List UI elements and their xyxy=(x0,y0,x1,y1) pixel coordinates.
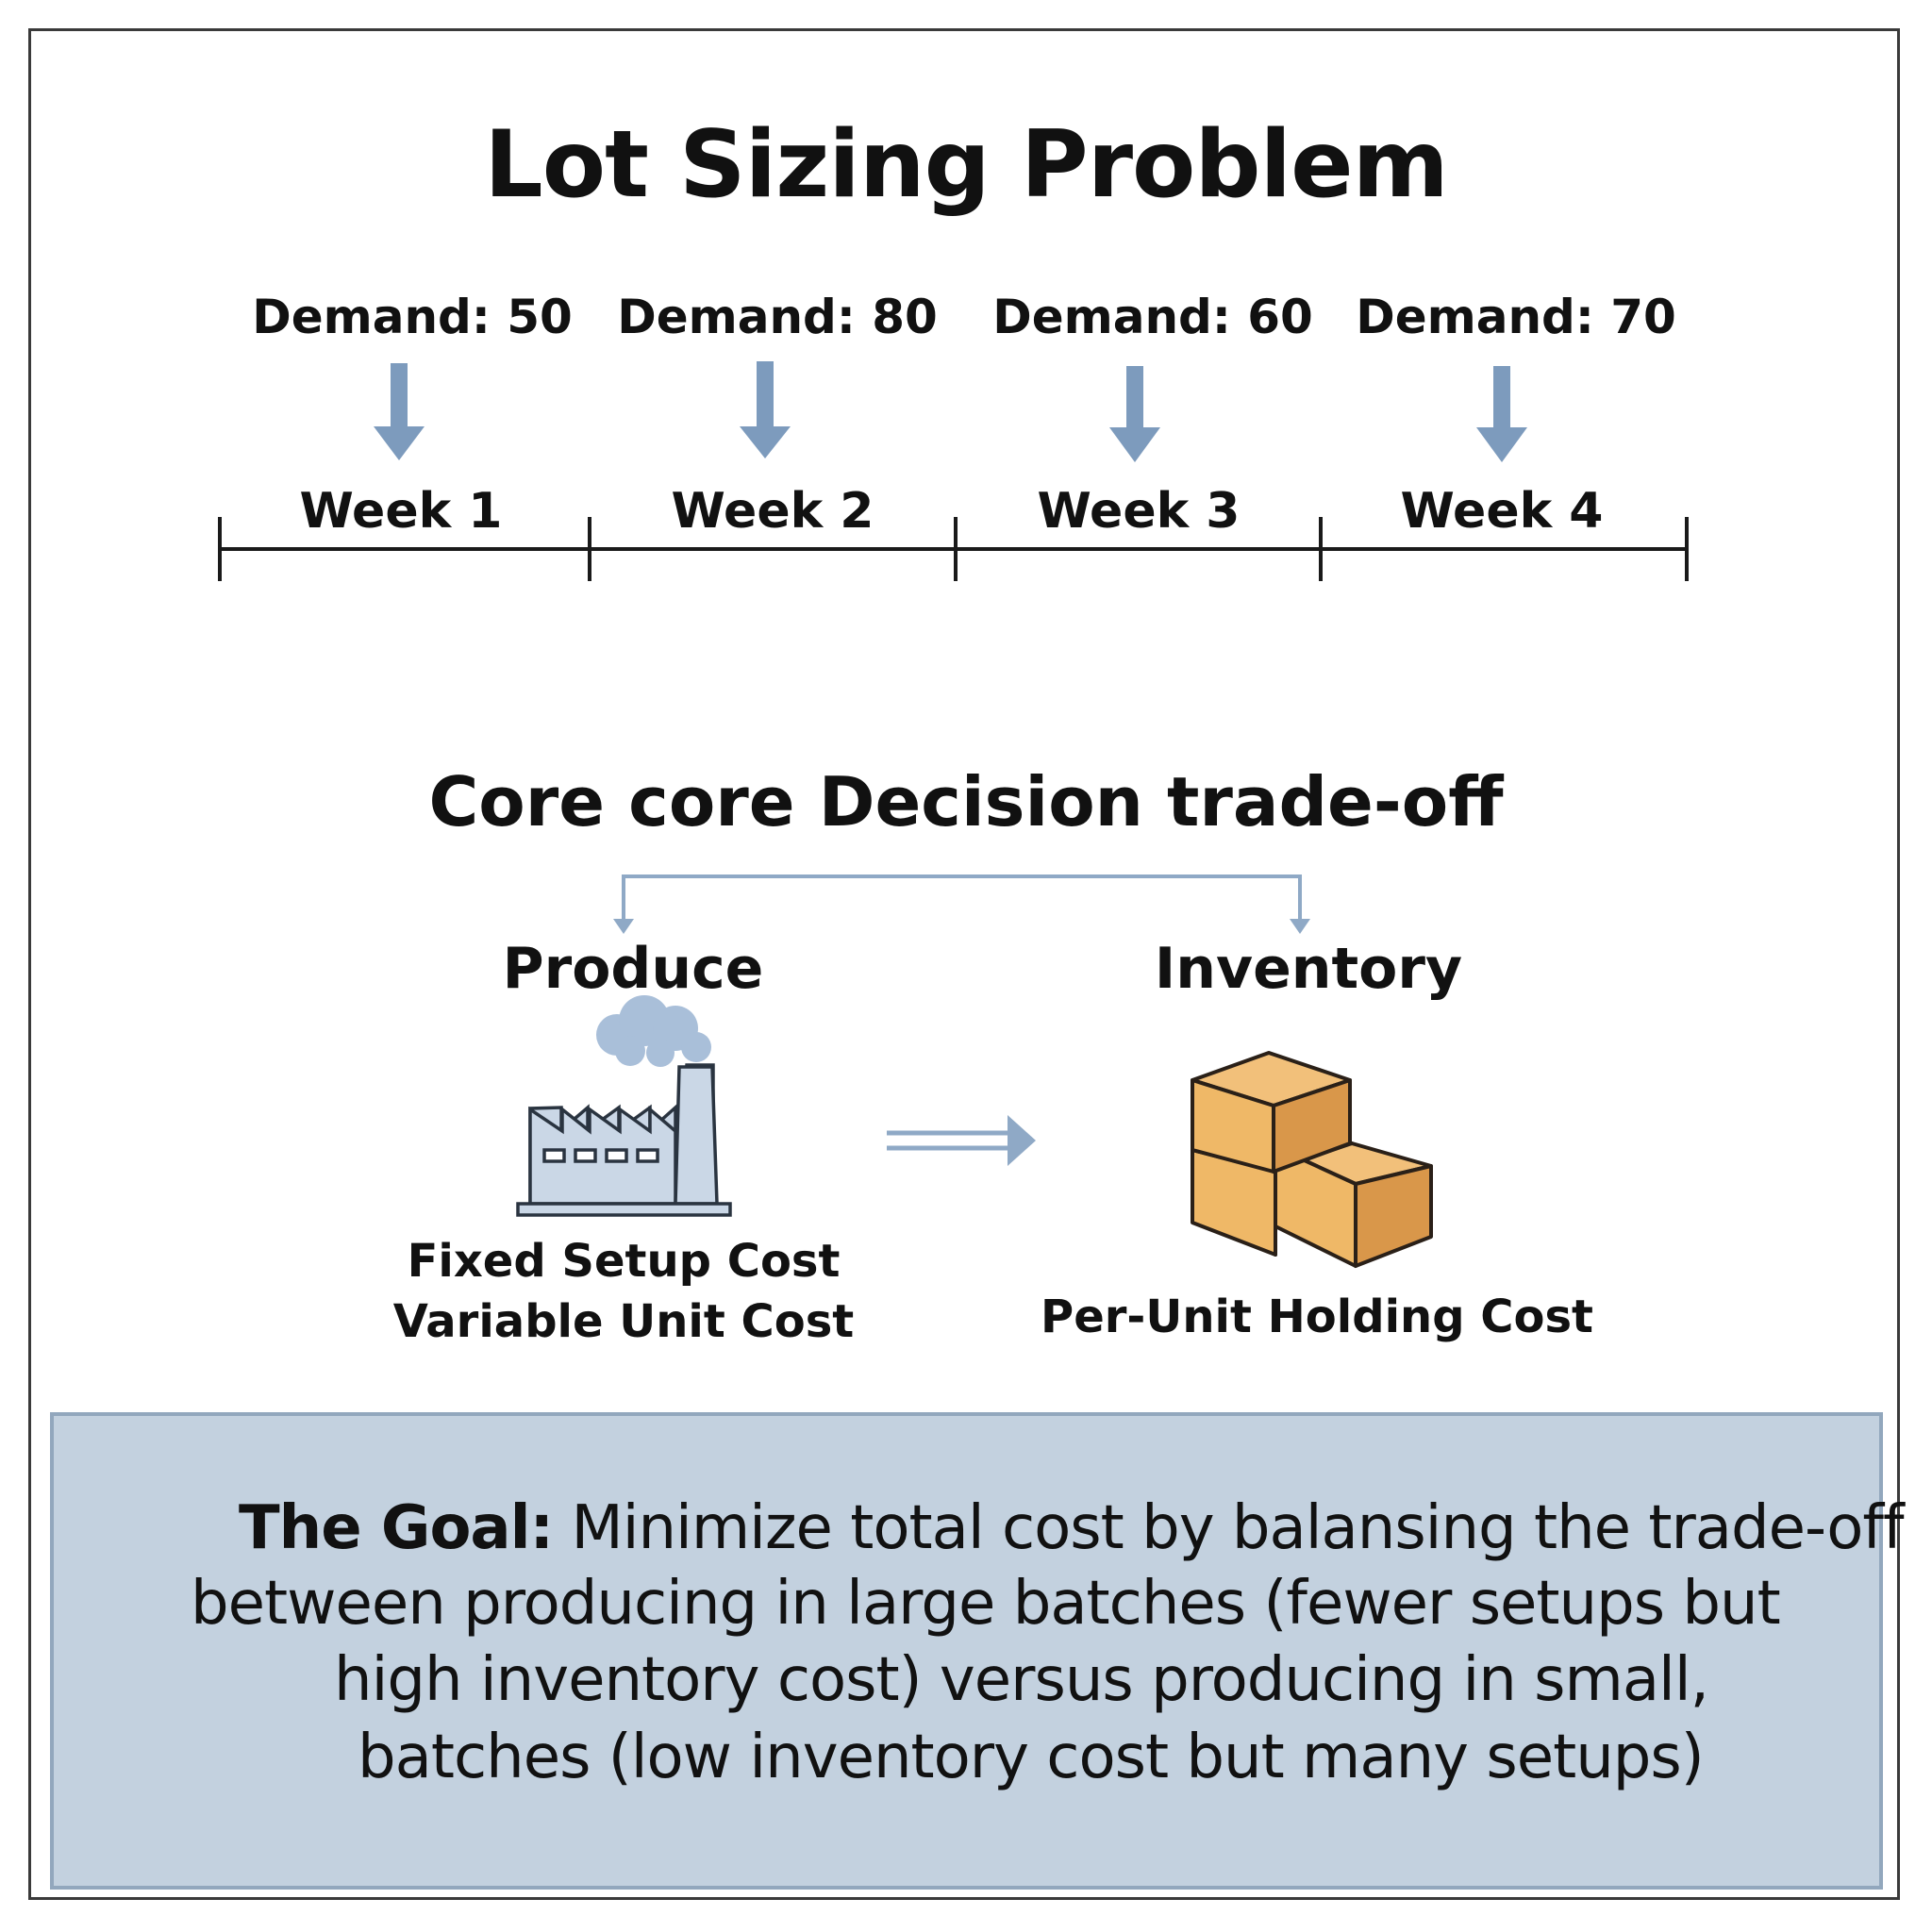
demand-label-week-3: Demand: 60 xyxy=(992,290,1313,344)
goal-line-4: batches (low inventory cost but many set… xyxy=(358,1723,1705,1792)
bracket-arrowhead-right xyxy=(1290,919,1310,934)
goal-text-1: Minimize total cost by balansing the tra… xyxy=(553,1493,1904,1563)
factory-icon xyxy=(516,1063,732,1217)
demand-label-week-4: Demand: 70 xyxy=(1356,290,1676,344)
down-arrow-icon xyxy=(740,361,791,458)
bracket-arrowhead-left xyxy=(613,919,634,934)
goal-line-2: between producing in large batches (fewe… xyxy=(191,1569,1781,1639)
week-label-1: Week 1 xyxy=(299,483,503,540)
produce-cost-fixed-setup: Fixed Setup Cost xyxy=(407,1235,841,1288)
goal-lead: The Goal: xyxy=(239,1493,554,1563)
timeline-axis xyxy=(218,517,1689,581)
down-arrow-icon xyxy=(374,363,425,460)
goal-line-1: The Goal: Minimize total cost by balansi… xyxy=(239,1493,1904,1563)
double-right-arrow-icon xyxy=(887,1115,1036,1166)
smoke-cloud-icon xyxy=(596,995,711,1067)
page-title: Lot Sizing Problem xyxy=(484,111,1448,219)
produce-cost-variable-unit: Variable Unit Cost xyxy=(392,1295,855,1348)
down-arrow-icon xyxy=(1476,366,1527,462)
week-label-2: Week 2 xyxy=(671,483,874,540)
week-label-3: Week 3 xyxy=(1037,483,1241,540)
down-arrow-icon xyxy=(1109,366,1160,462)
tradeoff-bracket xyxy=(622,874,1302,920)
week-label-4: Week 4 xyxy=(1400,483,1604,540)
inventory-cost-holding: Per-Unit Holding Cost xyxy=(1041,1291,1593,1343)
demand-label-week-1: Demand: 50 xyxy=(252,290,573,344)
stacked-boxes-icon xyxy=(1191,1051,1433,1268)
tradeoff-heading: Core core Decision trade-off xyxy=(428,762,1504,841)
goal-panel: The Goal: Minimize total cost by balansi… xyxy=(50,1412,1904,1890)
produce-label: Produce xyxy=(502,936,764,1002)
inventory-label: Inventory xyxy=(1154,936,1463,1002)
goal-line-3: high inventory cost) versus producing in… xyxy=(334,1645,1709,1715)
demand-label-week-2: Demand: 80 xyxy=(617,290,938,344)
